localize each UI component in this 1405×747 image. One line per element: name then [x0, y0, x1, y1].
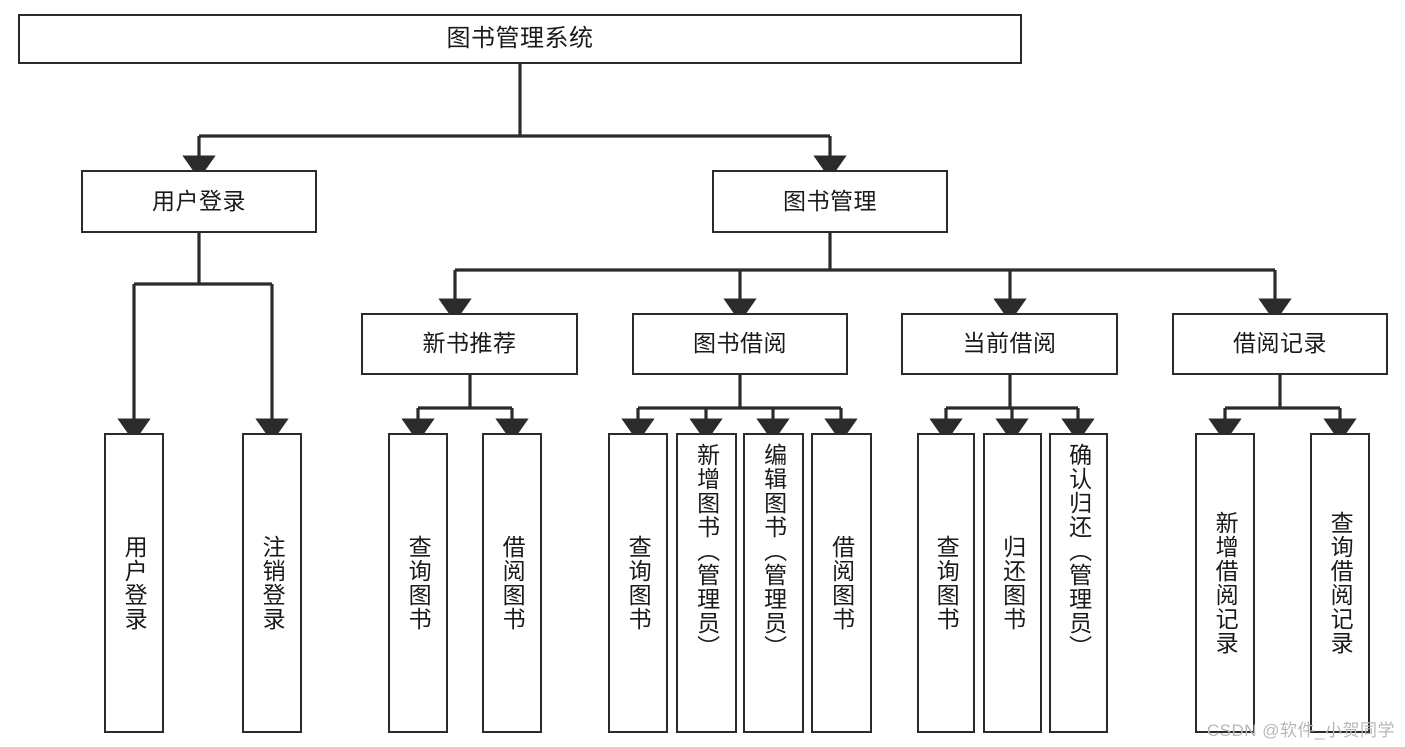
node-label: 查询图书 — [625, 535, 652, 631]
node-leaf-query-book-new[interactable]: 查询图书 — [388, 433, 448, 733]
node-leaf-confirm-return-admin[interactable]: 确认归还（管理员） — [1049, 433, 1108, 733]
node-label: 借阅图书 — [828, 535, 855, 631]
node-new-book-recommend[interactable]: 新书推荐 — [361, 313, 578, 375]
node-label: 借阅记录 — [1233, 330, 1327, 357]
node-current-borrow[interactable]: 当前借阅 — [901, 313, 1118, 375]
node-label: 查询借阅记录 — [1327, 511, 1354, 655]
node-label: 用户登录 — [121, 535, 148, 631]
node-label: 图书借阅 — [693, 330, 787, 357]
node-leaf-borrow-book-new[interactable]: 借阅图书 — [482, 433, 542, 733]
node-book-management[interactable]: 图书管理 — [712, 170, 948, 233]
node-label: 查询图书 — [933, 535, 960, 631]
node-leaf-query-book-current[interactable]: 查询图书 — [917, 433, 975, 733]
node-leaf-logout[interactable]: 注销登录 — [242, 433, 302, 733]
node-label: 当前借阅 — [962, 330, 1057, 357]
node-label: 注销登录 — [259, 535, 286, 631]
node-leaf-borrow-book[interactable]: 借阅图书 — [811, 433, 872, 733]
node-book-borrow[interactable]: 图书借阅 — [632, 313, 848, 375]
node-leaf-user-login[interactable]: 用户登录 — [104, 433, 164, 733]
node-label: 编辑图书（管理员） — [760, 443, 787, 659]
node-leaf-query-borrow-record[interactable]: 查询借阅记录 — [1310, 433, 1370, 733]
node-label: 归还图书 — [999, 535, 1026, 631]
node-leaf-edit-book-admin[interactable]: 编辑图书（管理员） — [743, 433, 804, 733]
node-label: 新增借阅记录 — [1212, 511, 1239, 655]
node-borrow-record[interactable]: 借阅记录 — [1172, 313, 1388, 375]
node-label: 用户登录 — [152, 187, 246, 214]
node-root-system[interactable]: 图书管理系统 — [18, 14, 1022, 64]
node-label: 图书管理 — [783, 187, 877, 214]
node-label: 新书推荐 — [422, 330, 517, 357]
node-leaf-add-book-admin[interactable]: 新增图书（管理员） — [676, 433, 737, 733]
csdn-watermark: CSDN @软件_小贺同学 — [1206, 721, 1395, 740]
node-label: 新增图书（管理员） — [693, 443, 720, 659]
node-label: 查询图书 — [405, 535, 432, 631]
node-leaf-query-book[interactable]: 查询图书 — [608, 433, 668, 733]
node-label: 图书管理系统 — [446, 24, 594, 52]
node-label: 借阅图书 — [499, 535, 526, 631]
node-leaf-add-borrow-record[interactable]: 新增借阅记录 — [1195, 433, 1255, 733]
node-user-login[interactable]: 用户登录 — [81, 170, 317, 233]
node-leaf-return-book[interactable]: 归还图书 — [983, 433, 1042, 733]
node-label: 确认归还（管理员） — [1065, 443, 1092, 659]
